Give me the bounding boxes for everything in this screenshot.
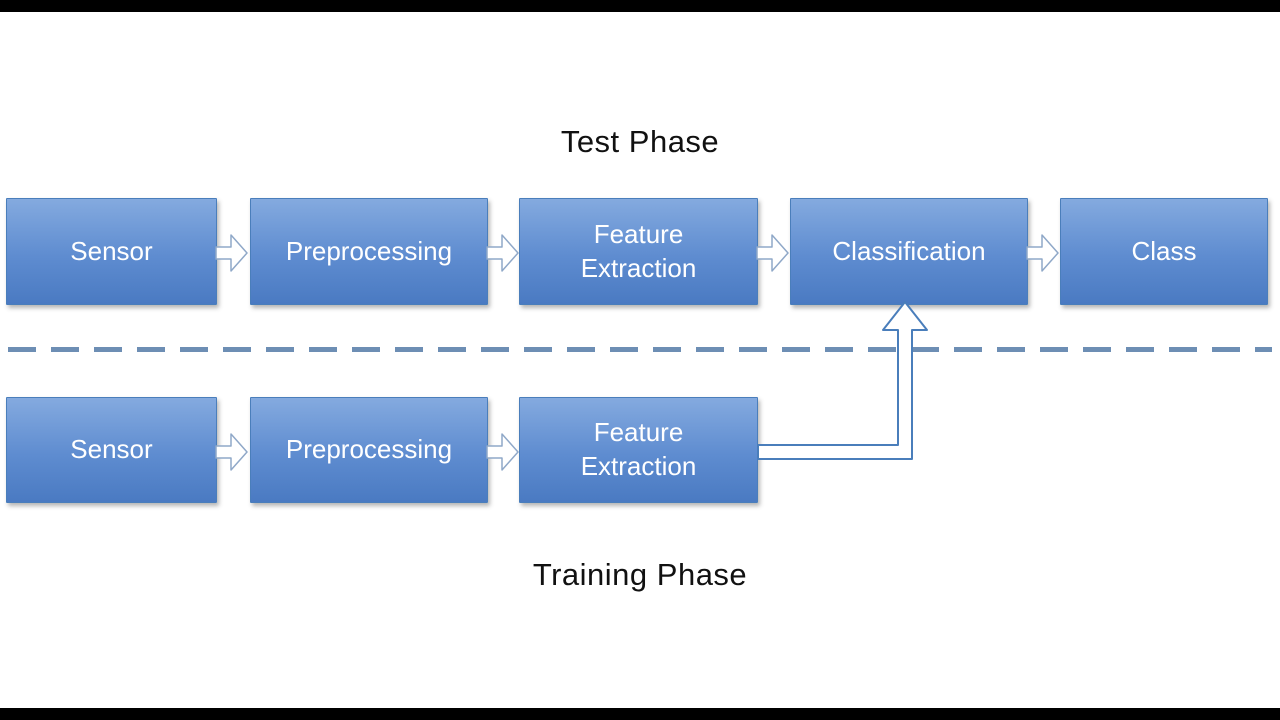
training-box-preprocessing: Preprocessing xyxy=(250,397,488,503)
letterbox-top xyxy=(0,0,1280,12)
letterbox-bottom xyxy=(0,708,1280,720)
arrow-right-icon xyxy=(486,234,519,272)
arrow-right-icon xyxy=(486,433,519,471)
box-label: Preprocessing xyxy=(285,434,453,465)
arrow-right-icon xyxy=(756,234,789,272)
arrow-right-icon xyxy=(215,234,248,272)
box-label: Class xyxy=(1131,235,1197,266)
box-label: Feature Extraction xyxy=(580,218,697,283)
test-box-class: Class xyxy=(1060,198,1268,305)
box-label: Feature Extraction xyxy=(580,417,697,481)
training-box-feature-extraction: Feature Extraction xyxy=(519,397,758,503)
box-label: Sensor xyxy=(70,235,153,266)
training-box-sensor: Sensor xyxy=(6,397,217,503)
test-box-classification: Classification xyxy=(790,198,1028,305)
test-box-sensor: Sensor xyxy=(6,198,217,305)
box-label: Classification xyxy=(832,235,986,266)
test-box-feature-extraction: Feature Extraction xyxy=(519,198,758,305)
training-phase-title: Training Phase xyxy=(532,557,748,592)
test-box-preprocessing: Preprocessing xyxy=(250,198,488,305)
box-label: Preprocessing xyxy=(285,235,453,266)
box-label: Sensor xyxy=(70,434,153,465)
test-phase-title: Test Phase xyxy=(560,124,720,159)
phase-divider-dashed-line xyxy=(8,347,1272,352)
arrow-right-icon xyxy=(1026,234,1059,272)
elbow-up-arrow-icon xyxy=(757,301,928,460)
arrow-right-icon xyxy=(215,433,248,471)
